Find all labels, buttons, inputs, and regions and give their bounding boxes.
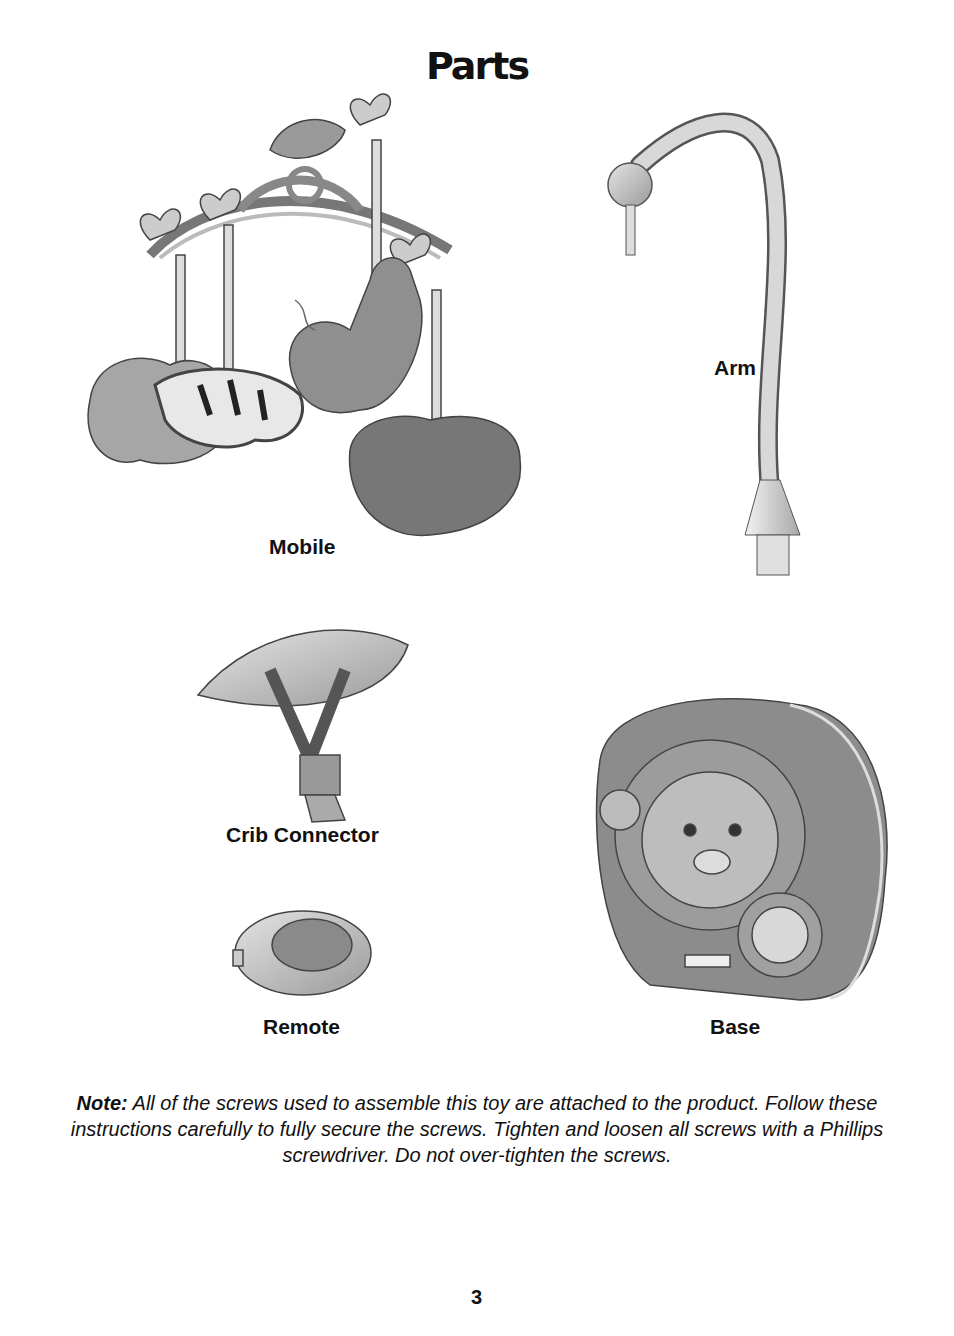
assembly-note: Note: All of the screws used to assemble… [70, 1090, 884, 1168]
base-illustration [597, 699, 888, 1000]
note-heading: Note: [77, 1092, 128, 1114]
part-name: Crib Connector [226, 823, 379, 847]
mobile-illustration [88, 94, 520, 535]
arm-illustration [608, 123, 800, 575]
page-title: Parts [426, 44, 528, 88]
crib-connector-illustration [198, 630, 408, 822]
note-body: All of the screws used to assemble this … [71, 1092, 883, 1166]
page-number: 3 [471, 1286, 482, 1309]
part-name: Mobile [269, 535, 336, 559]
part-name: Arm [714, 356, 756, 380]
remote-illustration [233, 911, 371, 995]
part-name: Remote [263, 1015, 340, 1039]
part-name: Base [710, 1015, 760, 1039]
